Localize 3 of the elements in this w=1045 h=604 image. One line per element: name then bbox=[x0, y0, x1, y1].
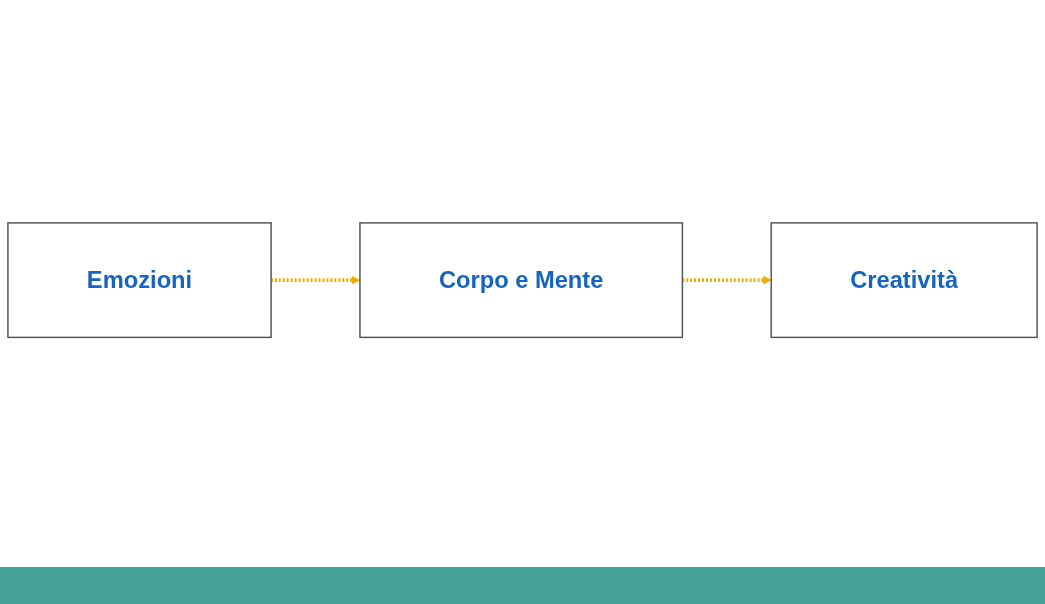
node-box: Emozioni bbox=[7, 222, 272, 338]
node-box: Creatività bbox=[770, 222, 1038, 338]
node-box: Corpo e Mente bbox=[359, 222, 684, 338]
